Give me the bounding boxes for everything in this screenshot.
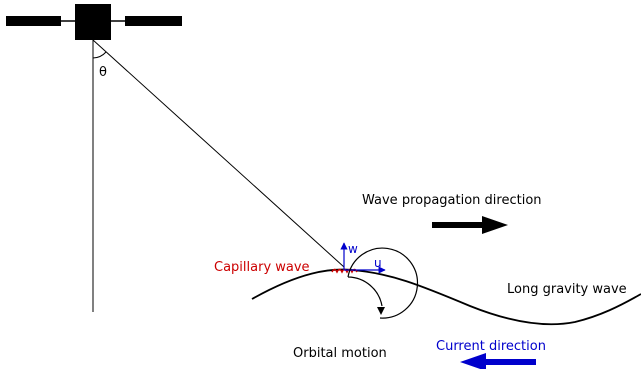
wave-propagation-arrow <box>432 216 508 234</box>
satellite-right-panel <box>125 16 182 26</box>
current-direction-label: Current direction <box>436 339 546 354</box>
orbital-motion-label: Orbital motion <box>293 346 387 361</box>
satellite-body <box>75 4 111 40</box>
wave-propagation-label: Wave propagation direction <box>362 193 542 208</box>
orbital-motion-circle <box>347 247 419 319</box>
long-gravity-wave <box>251 268 641 326</box>
orbital-motion-arrowhead <box>377 307 385 315</box>
theta-label: θ <box>99 65 107 80</box>
u-label: u <box>374 256 382 270</box>
satellite <box>6 4 182 40</box>
incidence-angle-arc <box>92 51 107 59</box>
line-of-sight <box>92 39 345 268</box>
long-gravity-wave-label: Long gravity wave <box>507 282 627 297</box>
w-label: w <box>348 242 358 256</box>
satellite-left-panel <box>6 16 61 26</box>
capillary-wave-label: Capillary wave <box>214 260 310 275</box>
current-direction-arrow <box>460 353 536 369</box>
